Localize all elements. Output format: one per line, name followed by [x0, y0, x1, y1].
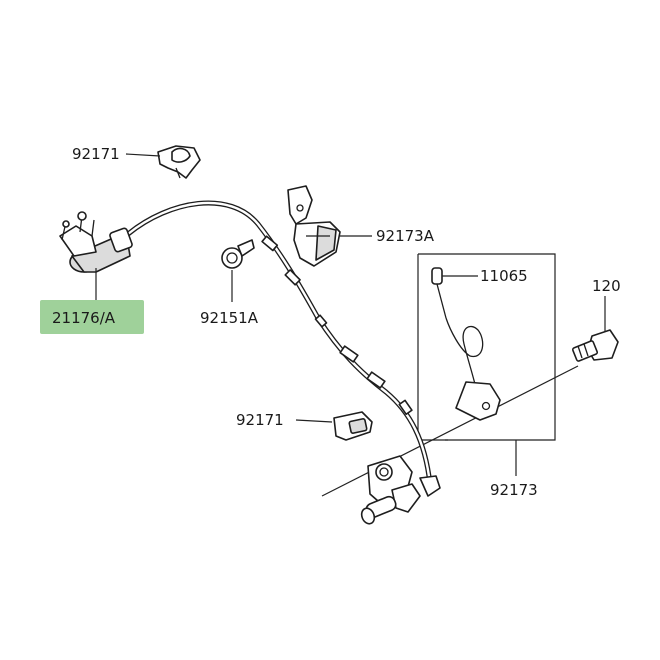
speed-sensor-head	[360, 455, 441, 525]
leader-lines	[95, 153, 606, 476]
bolt-120-icon	[571, 329, 619, 362]
callout-21176a: 21176/A	[52, 309, 116, 327]
callout-92173: 92173	[490, 481, 538, 499]
callout-92171-small: 92171	[236, 411, 284, 429]
grommet-clip	[431, 267, 501, 421]
callout-92171-top: 92171	[72, 145, 120, 163]
callout-92151a: 92151A	[200, 309, 259, 327]
callout-highlight	[40, 300, 144, 334]
callout-11065: 11065	[480, 267, 528, 285]
connector-icon	[333, 411, 373, 441]
bracket-icon	[287, 185, 341, 267]
sensor-cable	[125, 200, 433, 487]
axis-line	[321, 365, 579, 497]
bracket-frame	[417, 253, 556, 441]
callout-92173a: 92173A	[376, 227, 435, 245]
cable-clamp-icon	[157, 145, 201, 179]
bolt-icon	[221, 239, 255, 269]
cable-grommets	[261, 235, 413, 416]
wheel-speed-sensor-icon	[59, 211, 133, 273]
callout-120: 120	[592, 277, 621, 295]
